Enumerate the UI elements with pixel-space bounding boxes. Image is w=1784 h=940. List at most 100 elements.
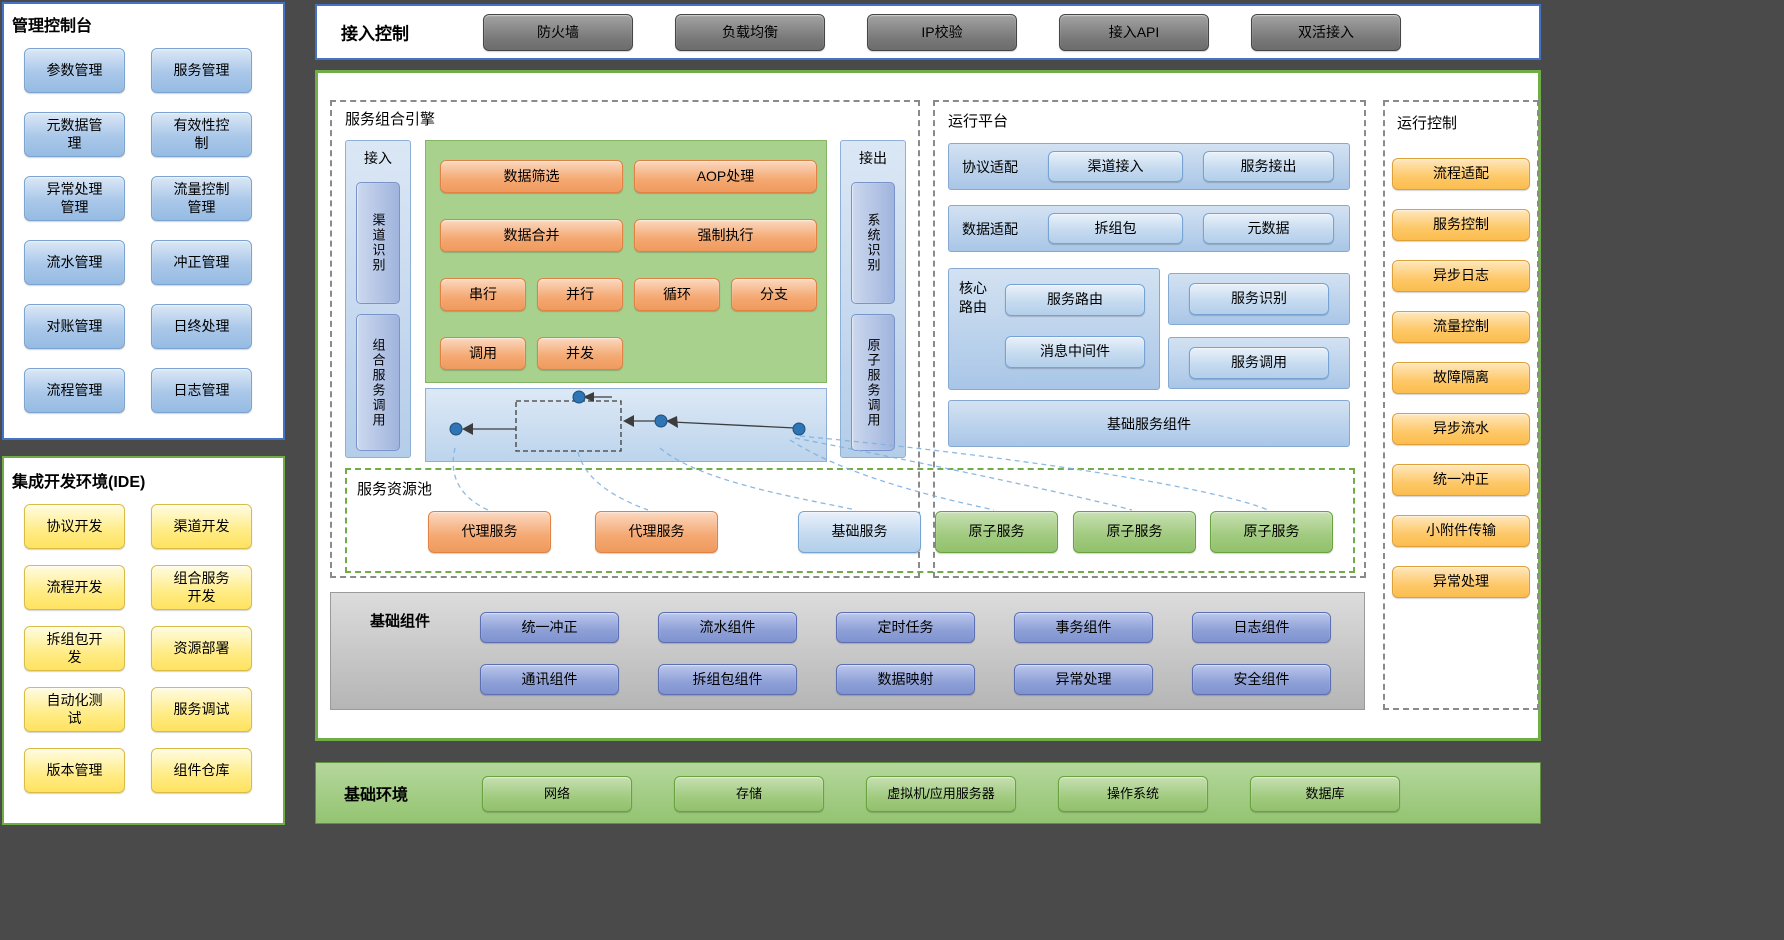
component-button[interactable]: 事务组件 bbox=[1014, 612, 1153, 643]
platform-button[interactable]: 渠道接入 bbox=[1048, 151, 1183, 182]
service-engine-title: 服务组合引擎 bbox=[345, 111, 436, 128]
platform-button[interactable]: 服务识别 bbox=[1189, 283, 1329, 315]
pool-basic-button[interactable]: 基础服务 bbox=[798, 511, 921, 553]
ide-button[interactable]: 流程开发 bbox=[24, 565, 125, 610]
access-control-panel: 接入控制 防火墙 负载均衡 IP校验 接入API 双活接入 bbox=[315, 4, 1541, 60]
console-button[interactable]: 对账管理 bbox=[24, 304, 125, 349]
console-button[interactable]: 流程管理 bbox=[24, 368, 125, 413]
basic-components-title: 基础组件 bbox=[370, 613, 431, 630]
environment-button[interactable]: 存储 bbox=[674, 776, 824, 812]
pool-atomic-button[interactable]: 原子服务 bbox=[1210, 511, 1333, 553]
pool-atomic-button[interactable]: 原子服务 bbox=[935, 511, 1058, 553]
ide-button[interactable]: 协议开发 bbox=[24, 504, 125, 549]
service-invoke-block: 服务调用 bbox=[1168, 337, 1350, 389]
engine-outbound-column: 接出 系统识别 原子服务调用 bbox=[840, 140, 906, 458]
data-adapter-bar: 数据适配 拆组包 元数据 bbox=[948, 205, 1350, 252]
pool-atomic-button[interactable]: 原子服务 bbox=[1073, 511, 1196, 553]
engine-op-button[interactable]: AOP处理 bbox=[634, 160, 817, 193]
ide-button[interactable]: 渠道开发 bbox=[151, 504, 252, 549]
console-button[interactable]: 有效性控制 bbox=[151, 112, 252, 157]
access-button[interactable]: 接入API bbox=[1059, 14, 1209, 51]
access-button[interactable]: 防火墙 bbox=[483, 14, 633, 51]
component-button[interactable]: 异常处理 bbox=[1014, 664, 1153, 695]
flow-diagram bbox=[449, 390, 806, 452]
component-button[interactable]: 拆组包组件 bbox=[658, 664, 797, 695]
platform-button[interactable]: 消息中间件 bbox=[1005, 336, 1145, 368]
component-button[interactable]: 数据映射 bbox=[836, 664, 975, 695]
runtime-platform-title: 运行平台 bbox=[948, 113, 1009, 130]
engine-op-button[interactable]: 强制执行 bbox=[634, 219, 817, 252]
console-button[interactable]: 服务管理 bbox=[151, 48, 252, 93]
runtime-control-button[interactable]: 小附件传输 bbox=[1392, 515, 1530, 547]
protocol-adapter-label: 协议适配 bbox=[962, 158, 1018, 175]
platform-button[interactable]: 服务接出 bbox=[1203, 151, 1334, 182]
ide-button[interactable]: 版本管理 bbox=[24, 748, 125, 793]
engine-op-button[interactable]: 数据筛选 bbox=[440, 160, 623, 193]
runtime-control-button[interactable]: 异常处理 bbox=[1392, 566, 1530, 598]
access-button[interactable]: IP校验 bbox=[867, 14, 1017, 51]
engine-op-button[interactable]: 调用 bbox=[440, 337, 526, 370]
platform-button[interactable]: 服务路由 bbox=[1005, 284, 1145, 316]
console-button[interactable]: 日志管理 bbox=[151, 368, 252, 413]
access-button[interactable]: 双活接入 bbox=[1251, 14, 1401, 51]
engine-op-button[interactable]: 并行 bbox=[537, 278, 623, 311]
inbound-item-button[interactable]: 渠道识别 bbox=[356, 182, 400, 304]
console-button[interactable]: 流水管理 bbox=[24, 240, 125, 285]
component-button[interactable]: 安全组件 bbox=[1192, 664, 1331, 695]
runtime-control-button[interactable]: 流量控制 bbox=[1392, 311, 1530, 343]
component-button[interactable]: 统一冲正 bbox=[480, 612, 619, 643]
core-routing-block: 核心路由 服务路由 消息中间件 bbox=[948, 268, 1160, 390]
environment-button[interactable]: 操作系统 bbox=[1058, 776, 1208, 812]
platform-button[interactable]: 服务调用 bbox=[1189, 347, 1329, 379]
outbound-item-button[interactable]: 系统识别 bbox=[851, 182, 895, 304]
console-button[interactable]: 异常处理管理 bbox=[24, 176, 125, 221]
engine-op-button[interactable]: 串行 bbox=[440, 278, 526, 311]
flow-diagram-area bbox=[425, 388, 827, 462]
access-button[interactable]: 负载均衡 bbox=[675, 14, 825, 51]
environment-button[interactable]: 数据库 bbox=[1250, 776, 1400, 812]
platform-button[interactable]: 拆组包 bbox=[1048, 213, 1183, 244]
console-button[interactable]: 元数据管理 bbox=[24, 112, 125, 157]
ide-button[interactable]: 自动化测试 bbox=[24, 687, 125, 732]
engine-op-button[interactable]: 循环 bbox=[634, 278, 720, 311]
component-button[interactable]: 定时任务 bbox=[836, 612, 975, 643]
runtime-control-button[interactable]: 统一冲正 bbox=[1392, 464, 1530, 496]
engine-outbound-label: 接出 bbox=[859, 150, 887, 166]
component-button[interactable]: 流水组件 bbox=[658, 612, 797, 643]
management-console-panel: 管理控制台 参数管理服务管理元数据管理有效性控制异常处理管理流量控制管理流水管理… bbox=[2, 2, 285, 440]
runtime-control-button[interactable]: 流程适配 bbox=[1392, 158, 1530, 190]
component-button[interactable]: 日志组件 bbox=[1192, 612, 1331, 643]
ide-button[interactable]: 资源部署 bbox=[151, 626, 252, 671]
pool-proxy-button[interactable]: 代理服务 bbox=[428, 511, 551, 553]
engine-op-button[interactable]: 分支 bbox=[731, 278, 817, 311]
access-control-title: 接入控制 bbox=[341, 24, 409, 44]
ide-button[interactable]: 组合服务开发 bbox=[151, 565, 252, 610]
engine-op-button[interactable]: 并发 bbox=[537, 337, 623, 370]
engine-op-button[interactable]: 数据合并 bbox=[440, 219, 623, 252]
runtime-control-button[interactable]: 服务控制 bbox=[1392, 209, 1530, 241]
ide-button[interactable]: 拆组包开发 bbox=[24, 626, 125, 671]
component-button[interactable]: 通讯组件 bbox=[480, 664, 619, 695]
console-button[interactable]: 日终处理 bbox=[151, 304, 252, 349]
console-button[interactable]: 流量控制管理 bbox=[151, 176, 252, 221]
ide-button[interactable]: 服务调试 bbox=[151, 687, 252, 732]
service-identify-block: 服务识别 bbox=[1168, 273, 1350, 325]
ide-button[interactable]: 组件仓库 bbox=[151, 748, 252, 793]
outbound-item-button[interactable]: 原子服务调用 bbox=[851, 314, 895, 451]
console-button[interactable]: 参数管理 bbox=[24, 48, 125, 93]
management-console-buttons: 参数管理服务管理元数据管理有效性控制异常处理管理流量控制管理流水管理冲正管理对账… bbox=[24, 48, 252, 413]
runtime-control-title: 运行控制 bbox=[1397, 115, 1458, 132]
runtime-platform-panel: 运行平台 协议适配 渠道接入 服务接出 数据适配 拆组包 元数据 核心路由 服务… bbox=[933, 100, 1366, 578]
basic-environment-title: 基础环境 bbox=[344, 787, 409, 804]
base-service-bar: 基础服务组件 bbox=[948, 400, 1350, 447]
runtime-control-button[interactable]: 异步流水 bbox=[1392, 413, 1530, 445]
environment-button[interactable]: 虚拟机/应用服务器 bbox=[866, 776, 1016, 812]
pool-proxy-button[interactable]: 代理服务 bbox=[595, 511, 718, 553]
inbound-item-button[interactable]: 组合服务调用 bbox=[356, 314, 400, 451]
ide-panel: 集成开发环境(IDE) 协议开发渠道开发流程开发组合服务开发拆组包开发资源部署自… bbox=[2, 456, 285, 825]
console-button[interactable]: 冲正管理 bbox=[151, 240, 252, 285]
environment-button[interactable]: 网络 bbox=[482, 776, 632, 812]
runtime-control-button[interactable]: 故障隔离 bbox=[1392, 362, 1530, 394]
runtime-control-button[interactable]: 异步日志 bbox=[1392, 260, 1530, 292]
platform-button[interactable]: 元数据 bbox=[1203, 213, 1334, 244]
